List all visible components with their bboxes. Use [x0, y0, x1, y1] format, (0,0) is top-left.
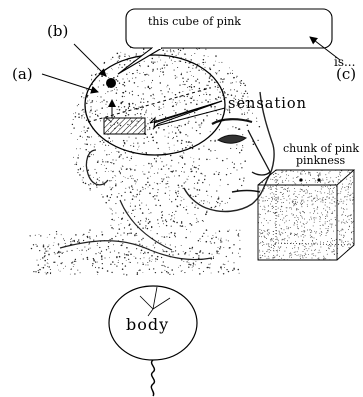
- balloon-string: [151, 360, 154, 396]
- mouth: [232, 191, 260, 193]
- bubble-text: this cube of pink: [148, 15, 241, 28]
- cube-outline: [258, 170, 354, 260]
- cube-stipple-texture: [258, 170, 355, 261]
- mind-ellipse: [85, 55, 225, 155]
- arrow-b: [74, 44, 106, 76]
- head-portrait: [29, 40, 274, 276]
- eye: [218, 135, 246, 143]
- head-stipple-texture: [29, 40, 260, 276]
- body-ray-3: [153, 298, 170, 309]
- body-label: body: [126, 315, 169, 334]
- is-text: is...: [334, 55, 355, 69]
- cube-marker-2: [317, 178, 320, 181]
- sensation-arrow: [150, 101, 222, 128]
- bubble-tail: [118, 48, 162, 74]
- body-ray-1: [153, 287, 157, 309]
- label-a: (a): [12, 65, 33, 83]
- cube-hidden-edges: [258, 170, 354, 260]
- nose: [248, 130, 270, 175]
- body-balloon: [109, 286, 197, 396]
- arrow-a: [42, 74, 98, 92]
- sensation-arrow-shaft: [154, 101, 222, 123]
- sensation-label: sensation: [228, 96, 307, 112]
- label-b: (b): [47, 22, 68, 40]
- eye-brow: [212, 119, 252, 124]
- cube-marker-1: [299, 178, 302, 181]
- pink-cube: [258, 170, 355, 261]
- cube-caption-line2: pinkness: [296, 154, 346, 167]
- sensation-rect: [104, 118, 145, 134]
- body-ray-2: [140, 296, 153, 309]
- point-b-dot: [106, 78, 116, 88]
